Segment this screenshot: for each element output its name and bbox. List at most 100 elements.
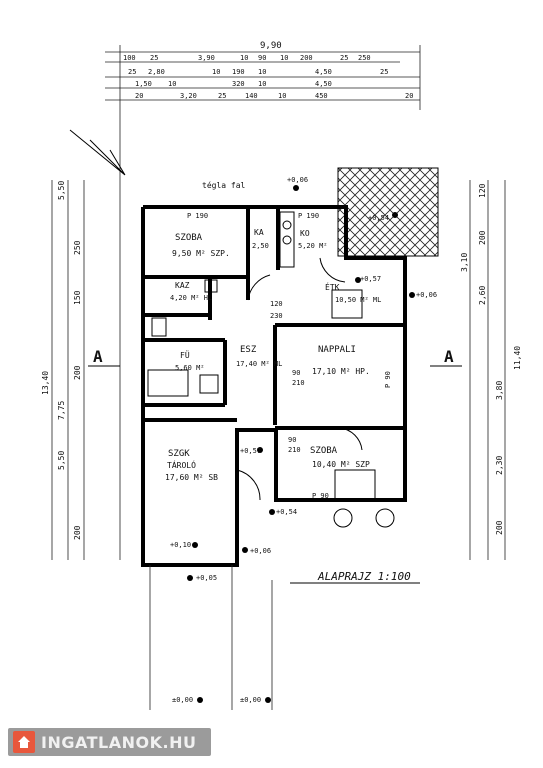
dim-right-5: 11,40 xyxy=(513,346,522,370)
boiler xyxy=(204,279,218,293)
room-szoba1-name: SZOBA xyxy=(175,233,203,243)
dim-top-r4-e: 10 xyxy=(278,92,286,100)
level-11: ±0,00 xyxy=(240,696,261,704)
level-1: +0,06 xyxy=(287,176,308,184)
room-szoba1-area: 9,50 M² SZP. xyxy=(172,249,230,258)
dim-right-1: 120 xyxy=(478,183,487,198)
dim-left-8: 200 xyxy=(73,525,82,540)
dim-left-7: 5,50 xyxy=(57,451,66,470)
door-swing xyxy=(247,274,271,301)
dim-top-r1-g: 200 xyxy=(300,54,313,62)
wall-note: tégla fal xyxy=(202,180,246,190)
right-dimension-lines xyxy=(469,180,506,560)
dim-top-r1-h: 25 xyxy=(340,54,348,62)
left-dimension-lines xyxy=(51,180,85,560)
dim-230: 230 xyxy=(270,312,283,320)
room-eloszoba-name: ESZ xyxy=(240,345,257,355)
dim-right-6: 3,80 xyxy=(495,381,504,400)
dim-right-3: 3,10 xyxy=(460,253,469,272)
room-szoba2-area: 10,40 M² SZP xyxy=(312,460,370,469)
door-swing-4 xyxy=(339,427,363,451)
watermark-text: INGATLANOK.HU xyxy=(41,732,197,752)
dim-left-4: 200 xyxy=(73,365,82,380)
plant-icon-2 xyxy=(375,508,395,528)
dim-top-r4-d: 140 xyxy=(245,92,258,100)
stove-icon-2 xyxy=(282,235,292,245)
dim-left-1: 5,50 xyxy=(57,181,66,200)
level-8: +0,10 xyxy=(170,541,191,549)
dim-top-r3-d: 10 xyxy=(258,80,266,88)
room-konyha-name: KO xyxy=(300,229,310,238)
dim-top-r4-b: 3,20 xyxy=(180,92,197,100)
door-swing-2 xyxy=(319,257,346,283)
dim-top-r4-f: 450 xyxy=(315,92,328,100)
level-4: +0,06 xyxy=(416,291,437,299)
room-nappali-area: 17,10 M² HP. xyxy=(312,367,370,376)
dim-left-3: 150 xyxy=(73,290,82,305)
dim-top-r2-f: 4,50 xyxy=(315,68,332,76)
door-label-4: 210 xyxy=(292,379,305,387)
room-eloszoba-area: 17,40 M² ML xyxy=(236,360,282,368)
dim-top-r3-e: 4,50 xyxy=(315,80,332,88)
level-markers xyxy=(187,185,415,703)
dim-left-2: 250 xyxy=(73,240,82,255)
room-nappali-name: NAPPALI xyxy=(318,345,356,355)
dim-top-r1-e: 90 xyxy=(258,54,266,62)
room-etkezo-area: 10,50 M² ML xyxy=(335,296,381,304)
dim-top-r2-d: 190 xyxy=(232,68,245,76)
dim-top-r1-f: 10 xyxy=(280,54,288,62)
dim-120: 120 xyxy=(270,300,283,308)
level-6: +0,54 xyxy=(276,508,297,516)
door-label-3: 90 xyxy=(292,369,300,377)
room-furdo-name: FÜ xyxy=(180,350,190,360)
north-arrow-icon xyxy=(69,129,126,176)
dim-total-top: 9,90 xyxy=(260,41,282,51)
plant-icon xyxy=(333,508,353,528)
dim-top-r2-e: 10 xyxy=(258,68,266,76)
dim-top-r1-i: 250 xyxy=(358,54,371,62)
dim-top-r3-c: 320 xyxy=(232,80,245,88)
plan-title: ALAPRAJZ 1:100 xyxy=(317,570,411,583)
dim-top-r1-d: 10 xyxy=(240,54,248,62)
dim-top-r4-a: 20 xyxy=(135,92,143,100)
level-9: +0,05 xyxy=(196,574,217,582)
section-marker-right: A xyxy=(444,347,454,366)
level-7: +0,06 xyxy=(250,547,271,555)
room-furdo-area: 5,60 M² xyxy=(175,364,205,372)
dim-top-r1-a: 100 xyxy=(123,54,136,62)
dim-top-r3-b: 10 xyxy=(168,80,176,88)
room-garazs-name2: TÁROLÓ xyxy=(167,459,196,470)
dim-top-r2-c: 10 xyxy=(212,68,220,76)
dim-top-r1-b: 25 xyxy=(150,54,158,62)
house-logo-icon xyxy=(13,731,35,753)
level-3: +0,57 xyxy=(360,275,381,283)
room-kamra-name: KA xyxy=(254,228,264,237)
level-10: ±0,00 xyxy=(172,696,193,704)
toilet xyxy=(151,317,167,337)
watermark-banner: INGATLANOK.HU xyxy=(8,728,211,756)
door-p190-b: P 190 xyxy=(298,212,319,220)
dim-right-2: 200 xyxy=(478,230,487,245)
door-swing-3 xyxy=(236,469,261,501)
dim-right-8: 200 xyxy=(495,520,504,535)
door-p190-a: P 190 xyxy=(187,212,208,220)
terrace-hatch xyxy=(337,167,439,257)
room-etkezo-name: ÉTK xyxy=(325,281,340,292)
room-kazan-name: KAZ xyxy=(175,281,190,290)
level-2: +0,54 xyxy=(368,214,389,222)
kitchen-counter xyxy=(279,211,295,268)
section-marker-left: A xyxy=(93,347,103,366)
dim-top-r2-g: 25 xyxy=(380,68,388,76)
dim-right-4: 2,60 xyxy=(478,286,487,305)
dim-top-r4-g: 20 xyxy=(405,92,413,100)
dim-top-r2-b: 2,80 xyxy=(148,68,165,76)
room-szoba2-name: SZOBA xyxy=(310,446,338,456)
room-kazan-area: 4,20 M² HL xyxy=(170,294,212,302)
room-konyha-area: 5,20 M² xyxy=(298,242,328,250)
level-5: +0,57 xyxy=(240,447,261,455)
dim-left-5: 13,40 xyxy=(41,371,50,395)
door-label-1: 90 xyxy=(288,436,296,444)
sink xyxy=(199,374,219,394)
bathtub xyxy=(147,369,189,397)
